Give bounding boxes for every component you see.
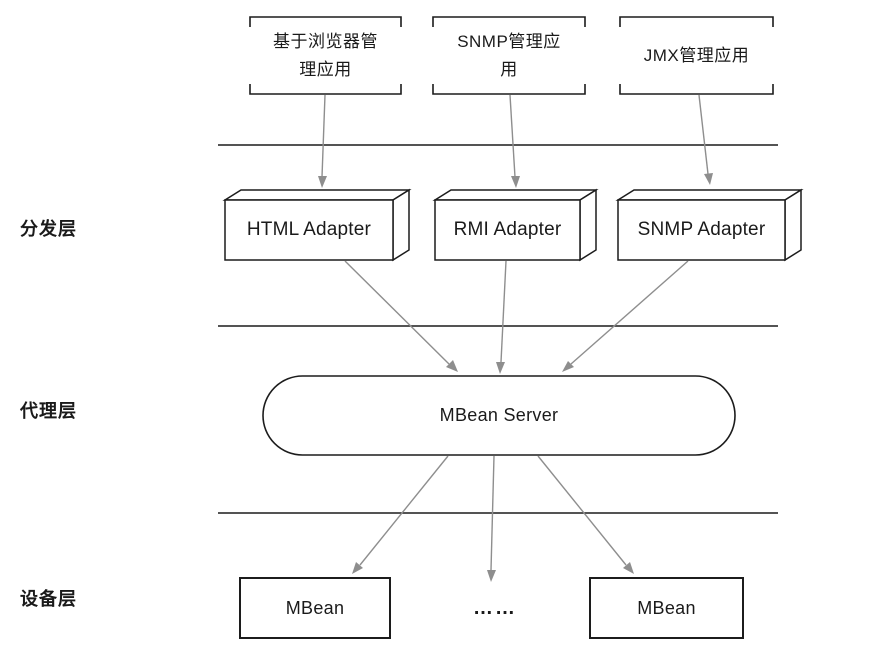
html-adapter-right-face — [392, 188, 410, 262]
arrow-rmi-adapter-to-server — [500, 260, 507, 363]
mbean-server-pill — [262, 375, 736, 456]
app-box-outlines — [249, 16, 774, 95]
arrow-server-to-ellipsis — [490, 455, 495, 571]
arrowhead-server-to-mbean-left — [352, 562, 363, 574]
arrowhead-jmxapp-to-snmp-adapter — [704, 173, 713, 185]
jmx-app-box-label: JMX管理应用 — [620, 17, 773, 94]
mbean-ellipsis-label: …… — [473, 596, 517, 619]
mbean-boxes — [239, 577, 744, 639]
arrow-lines — [321, 94, 709, 571]
arrowhead-html-adapter-to-server — [446, 360, 458, 372]
mbean-left-box — [239, 577, 391, 639]
snmp-app-line1: SNMP管理应 — [457, 31, 561, 51]
arrow-browser-to-html-adapter — [321, 94, 326, 178]
snmp-adapter-top-face — [615, 189, 804, 201]
snmp-adapter-front-face — [617, 199, 786, 261]
arrowhead-server-to-mbean-right — [623, 562, 634, 574]
adapter-cuboids — [222, 188, 804, 262]
jmx-app-line1: JMX管理应用 — [643, 45, 750, 65]
arrow-server-to-mbean-left — [359, 455, 449, 566]
device-layer-label: 设备层 — [20, 589, 77, 609]
browser-app-box-label: 基于浏览器管 理应用 — [250, 17, 401, 94]
browser-app-line1: 基于浏览器管 — [273, 31, 378, 51]
rmi-adapter-right-face — [579, 188, 597, 262]
layer-separator-lines — [218, 144, 778, 514]
html-adapter-top-face — [222, 189, 412, 201]
arrow-snmp-adapter-to-server — [570, 260, 689, 365]
distribution-layer-label: 分发层 — [20, 219, 77, 239]
arrowhead-browser-to-html-adapter — [318, 176, 327, 188]
snmp-app-box-outline — [432, 16, 586, 95]
agent-layer-label: 代理层 — [20, 401, 77, 421]
mbean-server-label: MBean Server — [439, 405, 559, 425]
html-adapter-front-face — [224, 199, 394, 261]
rmi-adapter-front-face — [434, 199, 581, 261]
arrowhead-snmp-adapter-to-server — [562, 361, 574, 372]
mbean-right-box — [589, 577, 744, 639]
snmp-app-box-label: SNMP管理应 用 — [433, 17, 585, 94]
snmp-adapter-right-face — [784, 188, 802, 262]
arrow-server-to-mbean-right — [537, 455, 627, 566]
snmp-app-line2: 用 — [500, 59, 518, 79]
mbean-right-label: MBean — [637, 597, 696, 618]
rmi-adapter-top-face — [432, 189, 599, 201]
arrowhead-server-to-ellipsis — [487, 570, 496, 582]
browser-app-line2: 理应用 — [299, 59, 352, 79]
arrow-snmpapp-to-rmi-adapter — [509, 94, 516, 178]
arrow-html-adapter-to-server — [344, 260, 450, 365]
arrow-heads — [318, 173, 713, 582]
mbean-left-label: MBean — [285, 597, 345, 618]
arrowhead-snmpapp-to-rmi-adapter — [511, 176, 520, 188]
html-adapter-label: HTML Adapter — [246, 219, 372, 240]
jmx-app-box-outline — [619, 16, 774, 95]
rmi-adapter-label: RMI Adapter — [453, 219, 562, 240]
browser-app-box-outline — [249, 16, 402, 95]
arrowhead-rmi-adapter-to-server — [496, 362, 505, 374]
arrow-jmxapp-to-snmp-adapter — [698, 94, 709, 175]
snmp-adapter-label: SNMP Adapter — [637, 219, 766, 240]
